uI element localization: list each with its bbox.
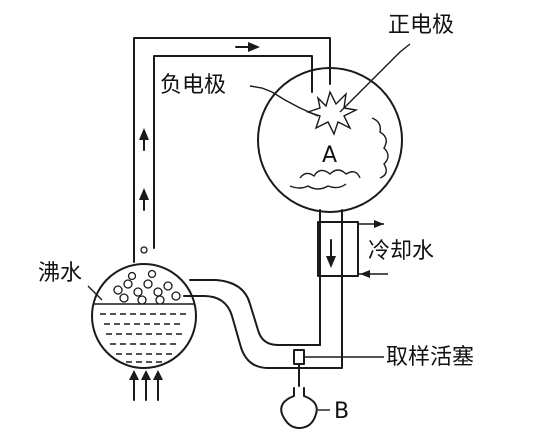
- spark-icon: [305, 90, 359, 136]
- up-arrow-icon: [139, 128, 149, 140]
- condenser: [317, 214, 388, 346]
- sampling-stopcock-label: 取样活塞: [386, 345, 474, 370]
- negative-electrode-label: 负电极: [160, 73, 226, 98]
- inlet-arrow-icon: [360, 270, 370, 278]
- electrodes: [249, 43, 411, 136]
- sampling-stopcock: [293, 349, 384, 387]
- negative-electrode-wire: [249, 85, 319, 117]
- outlet-arrow-icon: [374, 220, 384, 228]
- circulation-tube: [133, 37, 331, 263]
- cooling-water-label: 冷却水: [368, 239, 434, 264]
- bubbles: [113, 246, 181, 305]
- flask-a-label: A: [322, 143, 337, 168]
- up-arrow-icon: [139, 188, 149, 200]
- positive-electrode-wire: [339, 43, 411, 113]
- flask-a: [257, 67, 403, 346]
- water-pattern: [100, 313, 188, 363]
- right-arrow-icon: [248, 42, 260, 52]
- flask-b-label: B: [334, 399, 349, 424]
- boiling-flask: [91, 246, 197, 401]
- flow-arrows: [139, 42, 384, 278]
- return-tube: [183, 279, 343, 369]
- flask-b: [280, 387, 330, 429]
- boiling-water-label: 沸水: [38, 261, 82, 286]
- down-arrow-icon: [326, 256, 336, 268]
- positive-electrode-label: 正电极: [388, 13, 454, 38]
- heat-arrows: [129, 370, 163, 401]
